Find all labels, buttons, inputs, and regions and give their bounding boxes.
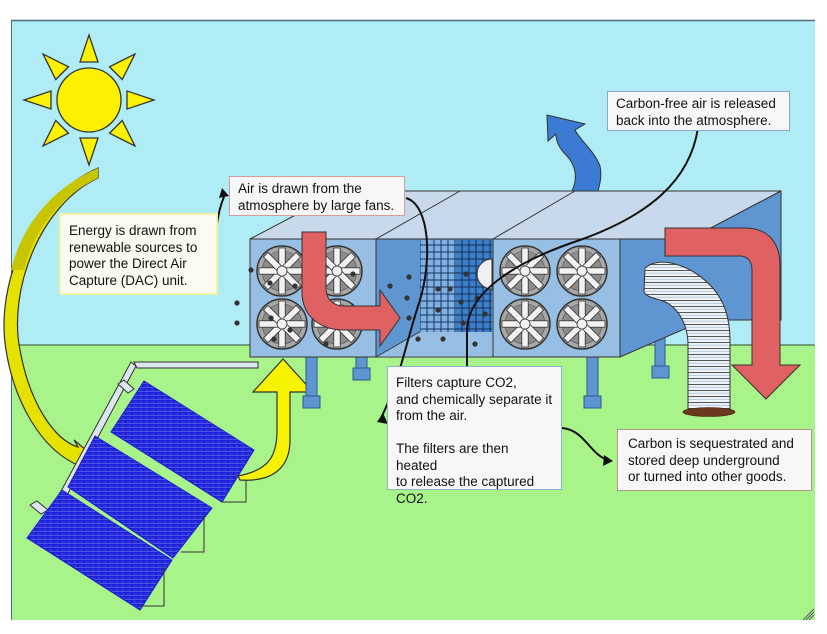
fan-icon	[556, 245, 608, 297]
solar-panel-3	[26, 489, 173, 611]
fan-icon	[556, 298, 608, 350]
caption-air-intake: Air is drawn from the atmosphere by larg…	[229, 176, 405, 216]
release-air-arrow	[546, 114, 602, 192]
fan-icon	[256, 298, 308, 350]
caption-sequestration: Carbon is sequestrated and stored deep u…	[617, 429, 812, 491]
unit-legs	[302, 326, 670, 409]
solar-panel-frame	[29, 361, 259, 515]
filter-grid-icon	[420, 240, 493, 332]
dac-unit	[234, 190, 782, 358]
caption-energy-source: Energy is drawn from renewable sources t…	[59, 213, 218, 295]
resize-grip-icon	[802, 608, 815, 621]
fan-icon	[256, 245, 308, 297]
soil-mound	[682, 407, 736, 417]
co2-particles	[234, 267, 488, 347]
fan-icon	[499, 298, 551, 350]
caption-filters: Filters capture CO2, and chemically sepa…	[387, 366, 562, 506]
caption-air-release: Carbon-free air is released back into th…	[607, 91, 790, 131]
solar-panel-2	[67, 435, 213, 559]
sun-icon	[21, 32, 157, 168]
connector-filters-to-carbon	[561, 427, 609, 461]
solar-panel-icon	[26, 380, 255, 611]
connector-filters-to-release	[466, 127, 699, 366]
sequestration-arrow	[664, 227, 802, 400]
intake-air-arrow	[301, 231, 401, 348]
energy-flow-arrow-upper	[11, 168, 98, 270]
